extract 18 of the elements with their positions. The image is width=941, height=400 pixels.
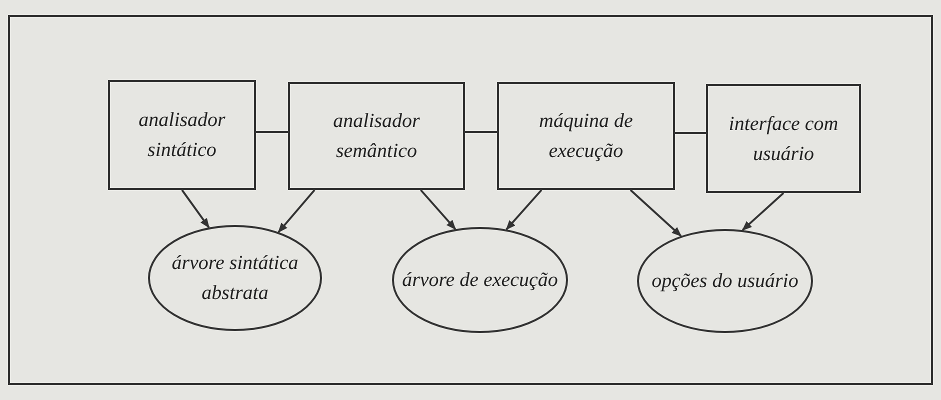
process-box [497,82,675,190]
arrow [630,189,682,237]
process-box [706,84,861,193]
node-label: árvore sintática abstrata [170,251,300,306]
node-label: interface com usuário [728,112,840,166]
connector-line [256,131,288,133]
arrow [278,189,316,233]
process-box [108,80,256,190]
arrow [742,192,784,231]
node-label: opções do usuário [652,269,798,294]
node-label: analisador semântico [332,109,421,164]
node-label: árvore de execução [402,268,558,293]
node-label: analisador sintático [138,108,226,163]
arrow [420,189,456,230]
connector-line [465,131,497,133]
node-label: máquina de execução [538,109,634,164]
process-box [288,82,465,190]
connector-line [675,132,706,134]
